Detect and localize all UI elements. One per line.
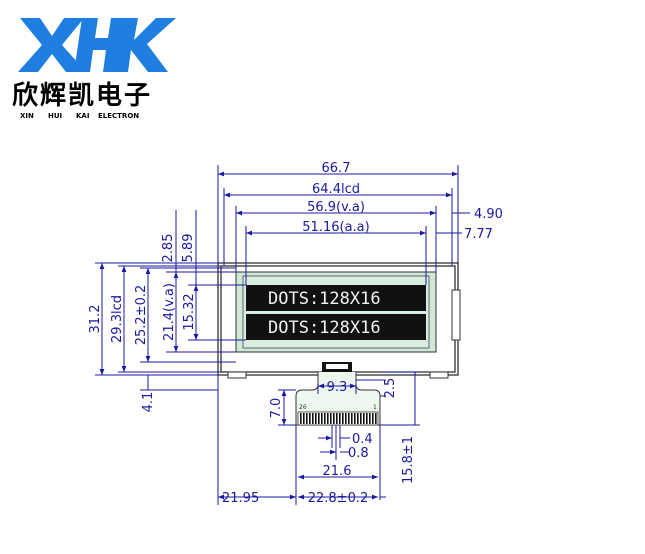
fpc-pin — [312, 413, 314, 424]
dim-outline-width: 66.7 — [322, 161, 351, 176]
dim-21-4va: 21.4(v.a) — [162, 283, 177, 341]
dim-29-3lcd: 29.3lcd — [110, 295, 125, 343]
brand-sub-kai: KAI — [76, 112, 89, 120]
fpc-pin — [348, 413, 350, 424]
fpc-pin — [303, 413, 305, 424]
dim-15-8: 15.8±1 — [401, 436, 416, 484]
fpc-pin — [315, 413, 317, 424]
fpc-pin — [300, 413, 302, 424]
fpc-pin — [357, 413, 359, 424]
fpc-pin — [351, 413, 353, 424]
top-left-dimensions: 2.85 5.89 — [161, 210, 197, 285]
fpc-pin — [339, 413, 341, 424]
dim-9-3: 9.3 — [327, 380, 348, 395]
brand-name-cn: 欣辉凯电子 — [12, 81, 152, 111]
lcd-row-2 — [246, 314, 426, 340]
fpc-pin — [309, 413, 311, 424]
fpc-pin — [360, 413, 362, 424]
company-logo: 欣辉凯电子 XIN HUI KAI ELECTRON — [12, 18, 176, 120]
lcd-display: DOTS:128X16 DOTS:128X16 — [246, 285, 426, 340]
fpc-pins — [300, 413, 377, 424]
pin-label-1: 1 — [373, 404, 377, 411]
brand-sub-electron: ELECTRON — [98, 112, 139, 120]
brand-sub-xin: XIN — [20, 112, 34, 120]
lcd-row-1 — [246, 285, 426, 311]
dim-aa-width: 51.16(a.a) — [302, 220, 369, 235]
fpc-pin — [330, 413, 332, 424]
fpc-pin — [327, 413, 329, 424]
fpc-pin — [363, 413, 365, 424]
lcd-row-1-text: DOTS:128X16 — [268, 289, 381, 309]
bottom-dimensions: 21.95 22.8±0.2 — [217, 375, 386, 506]
lcd-row-2-text: DOTS:128X16 — [268, 318, 381, 338]
dim-4-90: 4.90 — [474, 207, 503, 222]
dim-15-32: 15.32 — [182, 293, 197, 330]
dim-2-85: 2.85 — [161, 234, 176, 263]
fpc-pin — [345, 413, 347, 424]
dim-2-5: 2.5 — [383, 378, 398, 399]
fpc-pin — [375, 413, 377, 424]
dim-21-95: 21.95 — [222, 491, 259, 506]
dim-lcd-width: 64.4lcd — [312, 182, 360, 197]
dim-21-6: 21.6 — [323, 464, 352, 479]
pin-label-26: 26 — [299, 404, 307, 411]
left-dimensions: 31.2 29.3lcd 25.2±0.2 21.4(v.a) 15.32 4.… — [88, 262, 246, 413]
dim-7-0: 7.0 — [269, 398, 284, 419]
dim-31-2: 31.2 — [88, 305, 103, 334]
fpc-pin — [366, 413, 368, 424]
fpc-pin — [306, 413, 308, 424]
dim-25-2: 25.2±0.2 — [134, 285, 149, 346]
dim-va-width: 56.9(v.a) — [307, 200, 365, 215]
top-dimensions: 66.7 64.4lcd 56.9(v.a) 4.90 51.16(a.a) 7… — [217, 161, 503, 285]
dim-22-8: 22.8±0.2 — [308, 491, 369, 506]
xhk-logo-mark — [18, 18, 176, 72]
dim-7-77: 7.77 — [464, 227, 493, 242]
fpc-pin — [372, 413, 374, 424]
fpc-pin — [354, 413, 356, 424]
brand-sub-hui: HUI — [48, 112, 62, 120]
fpc-pin — [318, 413, 320, 424]
fpc-pin — [333, 413, 335, 424]
fpc-pin — [369, 413, 371, 424]
fpc-dimensions: 9.3 2.5 7.0 0.4 0.8 21.6 15.8±1 — [269, 371, 420, 500]
fpc-pin — [324, 413, 326, 424]
fpc-connector: 26 1 — [295, 362, 381, 426]
fpc-pin — [321, 413, 323, 424]
dim-4-1: 4.1 — [141, 392, 156, 413]
dim-0-8: 0.8 — [348, 446, 369, 461]
fpc-pin — [342, 413, 344, 424]
dim-5-89: 5.89 — [181, 234, 196, 263]
dim-0-4: 0.4 — [352, 432, 373, 447]
fpc-pin — [336, 413, 338, 424]
